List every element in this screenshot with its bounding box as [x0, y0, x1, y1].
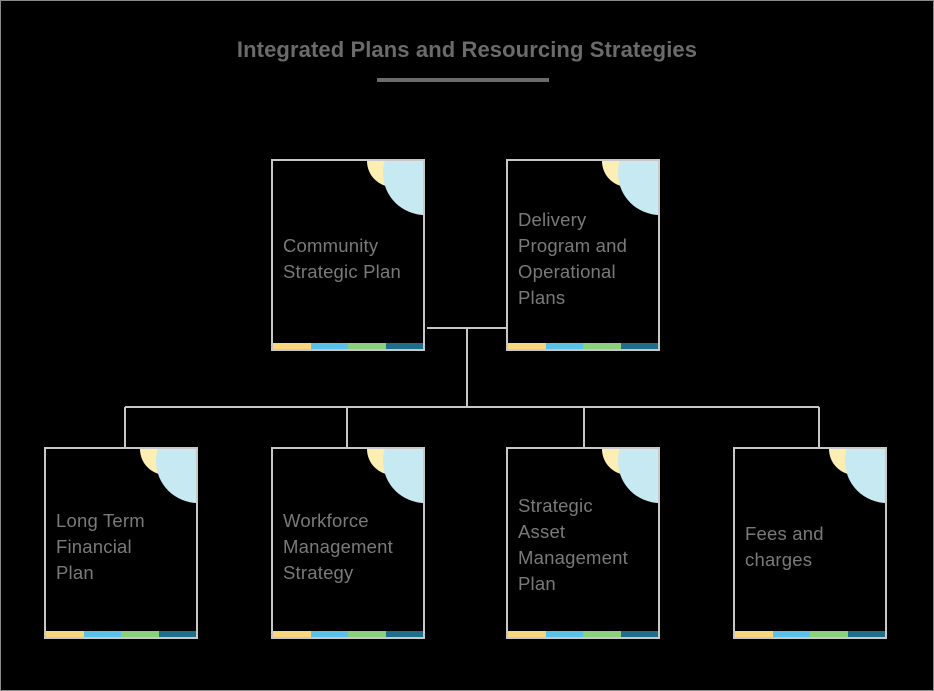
- strip-segment: [385, 631, 423, 637]
- strip-segment: [385, 343, 423, 349]
- label-line: Strategic: [518, 495, 593, 516]
- label-line: Management: [283, 536, 393, 557]
- strip-segment: [620, 343, 658, 349]
- strip-segment: [583, 631, 621, 637]
- card-label: Strategic Asset Management Plan: [518, 493, 650, 597]
- diagram-title: Integrated Plans and Resourcing Strategi…: [236, 37, 698, 62]
- color-strip: [508, 631, 658, 637]
- strip-segment: [273, 343, 311, 349]
- strip-segment: [620, 631, 658, 637]
- card-label: Delivery Program and Operational Plans: [518, 207, 650, 311]
- corner-ornament-icon: [602, 161, 658, 215]
- title-underline: [377, 78, 549, 82]
- label-line: Strategy: [283, 562, 354, 583]
- strip-segment: [121, 631, 159, 637]
- strip-segment: [508, 343, 546, 349]
- strip-segment: [847, 631, 885, 637]
- card-strategic-asset-management-plan: Strategic Asset Management Plan: [506, 447, 660, 639]
- strip-segment: [772, 631, 810, 637]
- corner-ornament-icon: [367, 449, 423, 503]
- card-label: Community Strategic Plan: [283, 233, 415, 285]
- label-line: Community: [283, 235, 379, 256]
- color-strip: [735, 631, 885, 637]
- label-line: Operational: [518, 261, 616, 282]
- label-line: Asset: [518, 521, 566, 542]
- strip-segment: [273, 631, 311, 637]
- color-strip: [273, 631, 423, 637]
- label-line: Fees and: [745, 523, 824, 544]
- label-line: Management: [518, 547, 628, 568]
- card-community-strategic-plan: Community Strategic Plan: [271, 159, 425, 351]
- label-line: Plans: [518, 287, 566, 308]
- strip-segment: [158, 631, 196, 637]
- label-line: charges: [745, 549, 813, 570]
- strip-segment: [310, 631, 348, 637]
- corner-ornament-icon: [140, 449, 196, 503]
- corner-ornament-icon: [829, 449, 885, 503]
- strip-segment: [83, 631, 121, 637]
- color-strip: [46, 631, 196, 637]
- card-label: Workforce Management Strategy: [283, 508, 415, 586]
- label-line: Plan: [518, 573, 556, 594]
- label-line: Program and: [518, 235, 628, 256]
- color-strip: [508, 343, 658, 349]
- label-line: Plan: [56, 562, 94, 583]
- strip-segment: [545, 343, 583, 349]
- strip-segment: [348, 631, 386, 637]
- card-label: Long Term Financial Plan: [56, 508, 188, 586]
- label-line: Delivery: [518, 209, 587, 230]
- strip-segment: [508, 631, 546, 637]
- label-line: Financial: [56, 536, 132, 557]
- color-strip: [273, 343, 423, 349]
- label-line: Strategic Plan: [283, 261, 401, 282]
- strip-segment: [810, 631, 848, 637]
- strip-segment: [46, 631, 84, 637]
- card-fees-and-charges: Fees and charges: [733, 447, 887, 639]
- card-label: Fees and charges: [745, 521, 877, 573]
- card-long-term-financial-plan: Long Term Financial Plan: [44, 447, 198, 639]
- strip-segment: [348, 343, 386, 349]
- strip-segment: [735, 631, 773, 637]
- strip-segment: [545, 631, 583, 637]
- label-line: Long Term: [56, 510, 145, 531]
- strip-segment: [310, 343, 348, 349]
- corner-ornament-icon: [367, 161, 423, 215]
- strip-segment: [583, 343, 621, 349]
- label-line: Workforce: [283, 510, 369, 531]
- card-workforce-management-strategy: Workforce Management Strategy: [271, 447, 425, 639]
- card-delivery-program: Delivery Program and Operational Plans: [506, 159, 660, 351]
- corner-ornament-icon: [602, 449, 658, 503]
